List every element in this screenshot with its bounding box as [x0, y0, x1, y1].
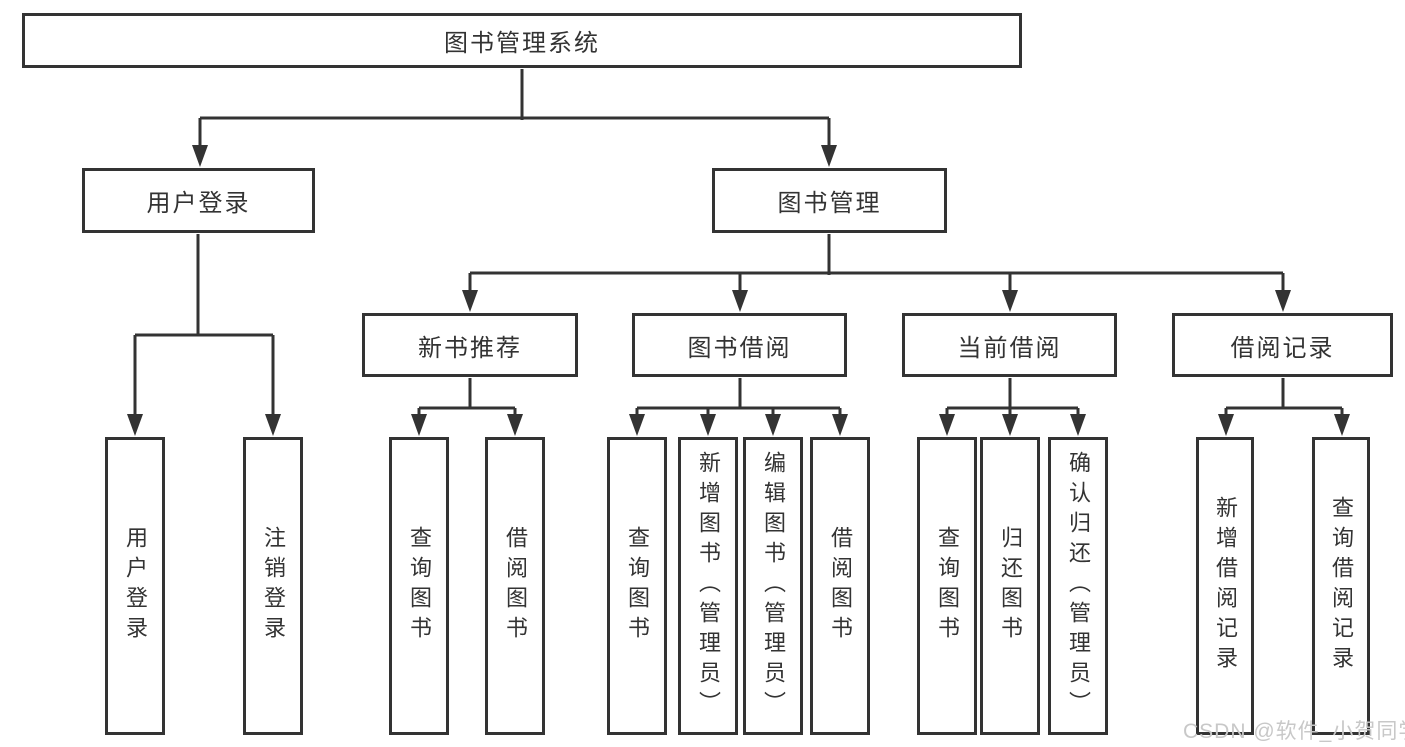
node-book-management: 图书管理 — [712, 168, 947, 233]
leaf-borrow-books-recommend: 借阅图书 — [485, 437, 545, 735]
leaf-add-books-admin: 新增图书（管理员） — [678, 437, 738, 735]
leaf-add-borrow-record: 新增借阅记录 — [1196, 437, 1254, 735]
leaf-borrow-books: 借阅图书 — [810, 437, 870, 735]
node-borrow-records: 借阅记录 — [1172, 313, 1393, 377]
leaf-confirm-return-admin: 确认归还（管理员） — [1048, 437, 1108, 735]
leaf-return-books: 归还图书 — [980, 437, 1040, 735]
node-root: 图书管理系统 — [22, 13, 1022, 68]
node-new-book-recommend: 新书推荐 — [362, 313, 578, 377]
node-current-borrow: 当前借阅 — [902, 313, 1117, 377]
leaf-query-books-current: 查询图书 — [917, 437, 977, 735]
node-book-borrow: 图书借阅 — [632, 313, 847, 377]
node-user-login: 用户登录 — [82, 168, 315, 233]
leaf-edit-books-admin: 编辑图书（管理员） — [743, 437, 803, 735]
leaf-logout: 注销登录 — [243, 437, 303, 735]
connector-stems — [133, 69, 1344, 416]
arrowheads — [127, 145, 1350, 436]
leaf-query-books-borrow: 查询图书 — [607, 437, 667, 735]
leaf-user-login: 用户登录 — [105, 437, 165, 735]
leaf-query-borrow-record: 查询借阅记录 — [1312, 437, 1370, 735]
csdn-watermark: CSDN @软件_小贺同学 — [1183, 720, 1405, 743]
leaf-query-books-recommend: 查询图书 — [389, 437, 449, 735]
